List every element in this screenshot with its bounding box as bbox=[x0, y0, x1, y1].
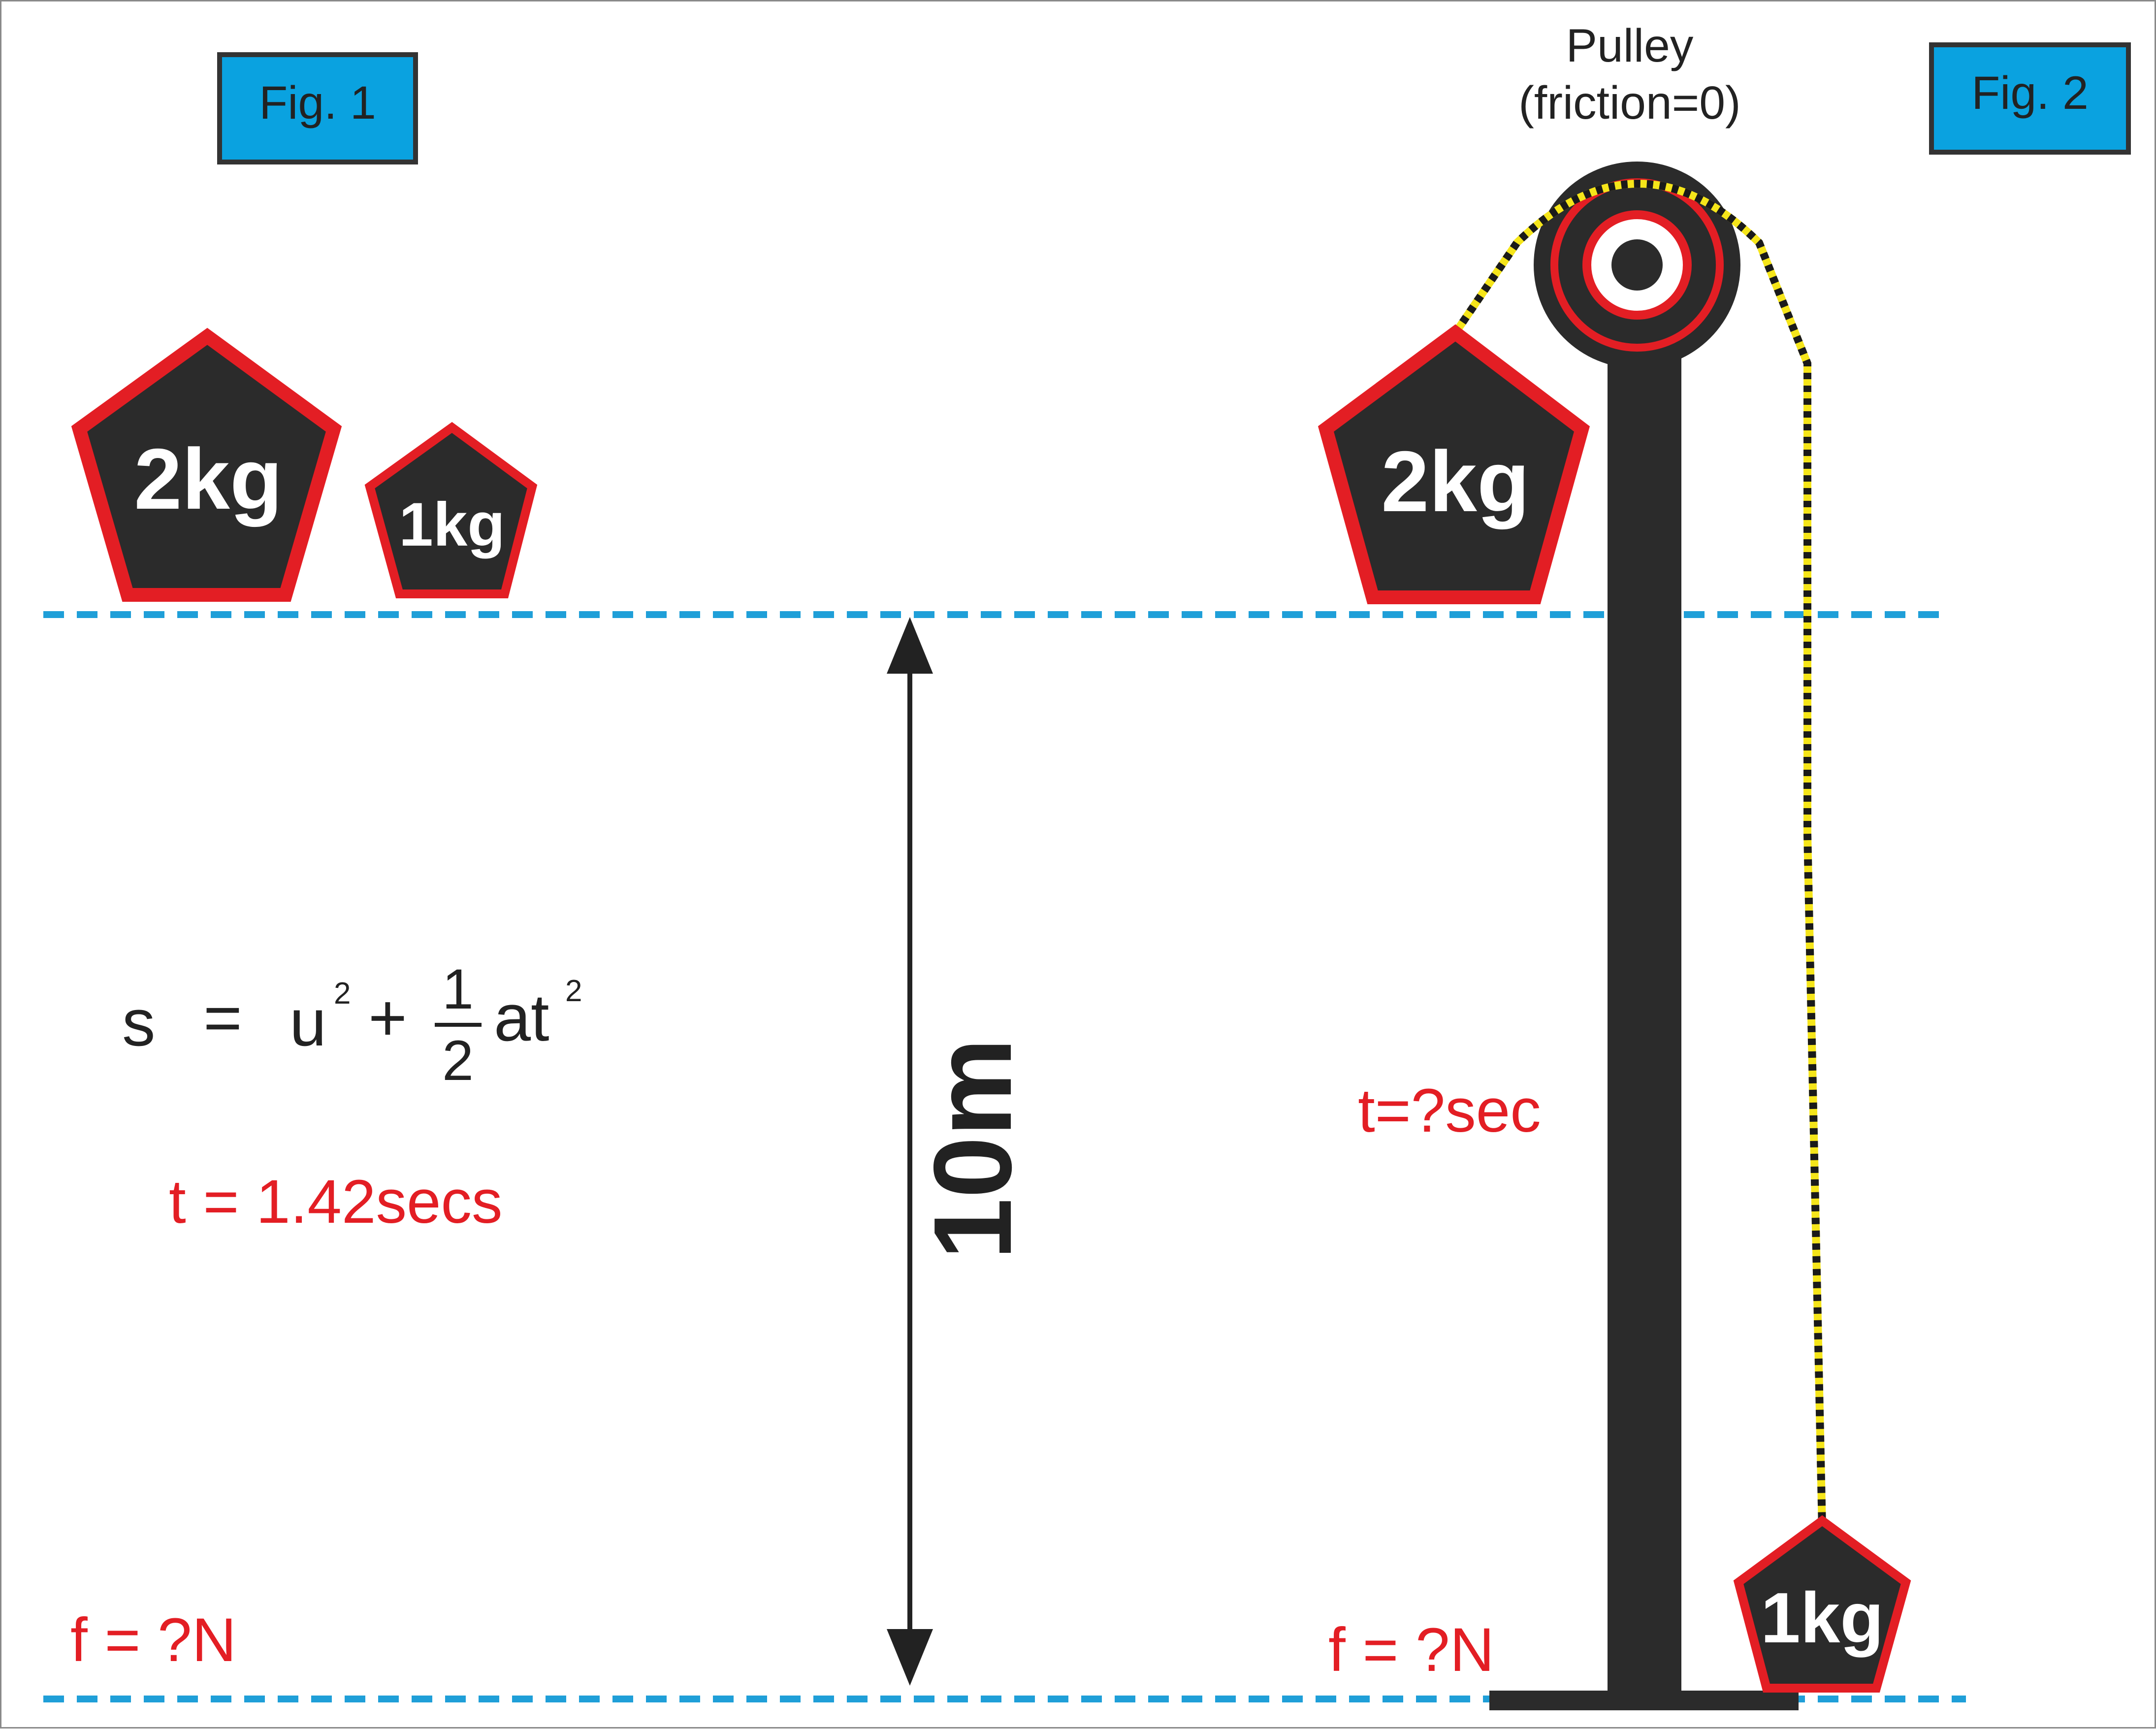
pulley-rope bbox=[1452, 180, 1826, 1529]
equation-at: at bbox=[494, 980, 549, 1055]
equation-fraction-numerator: 1 bbox=[442, 958, 474, 1021]
fig1-label-box: Fig. 1 bbox=[217, 52, 418, 164]
height-label: 10m bbox=[910, 1038, 1034, 1260]
fig1-weight-2kg-label: 2kg bbox=[134, 431, 283, 527]
fig2-weight-2kg: 2kg bbox=[1318, 324, 1590, 604]
fig1-label: Fig. 1 bbox=[259, 77, 376, 129]
height-arrow bbox=[887, 617, 933, 1686]
fig1-time-value: t = 1.42secs bbox=[169, 1168, 503, 1236]
equation-u: u bbox=[290, 985, 326, 1060]
fig2-weight-2kg-label: 2kg bbox=[1381, 434, 1530, 530]
fig2-weight-1kg: 1kg bbox=[1733, 1515, 1911, 1693]
pulley-stand bbox=[1489, 346, 1799, 1710]
pulley-subtitle: (friction=0) bbox=[1518, 77, 1740, 129]
fig2-time-unknown: t=?sec bbox=[1358, 1077, 1541, 1145]
pulley-title: Pulley bbox=[1566, 20, 1694, 72]
equation-fraction-denominator: 2 bbox=[442, 1029, 474, 1092]
fig2-weight-1kg-label: 1kg bbox=[1761, 1578, 1884, 1658]
fig2-label: Fig. 2 bbox=[1971, 67, 2089, 119]
equation-s: s bbox=[122, 985, 156, 1060]
equation-t-exponent: 2 bbox=[565, 974, 582, 1008]
equation-u-exponent: 2 bbox=[334, 977, 351, 1011]
equation-plus: + bbox=[368, 980, 407, 1055]
fig1-force-unknown: f = ?N bbox=[70, 1606, 236, 1674]
fig1-weight-1kg-label: 1kg bbox=[399, 490, 505, 559]
fig2-label-box: Fig. 2 bbox=[1929, 42, 2131, 155]
fig1-weight-1kg: 1kg bbox=[364, 422, 538, 598]
motion-equation: s = u 2 + 1 2 at 2 bbox=[122, 958, 582, 1092]
pulley-wheel bbox=[1534, 162, 1740, 368]
fig1-weight-2kg: 2kg bbox=[71, 327, 342, 602]
equation-equals: = bbox=[203, 980, 242, 1055]
fig2-force-unknown: f = ?N bbox=[1328, 1616, 1494, 1684]
